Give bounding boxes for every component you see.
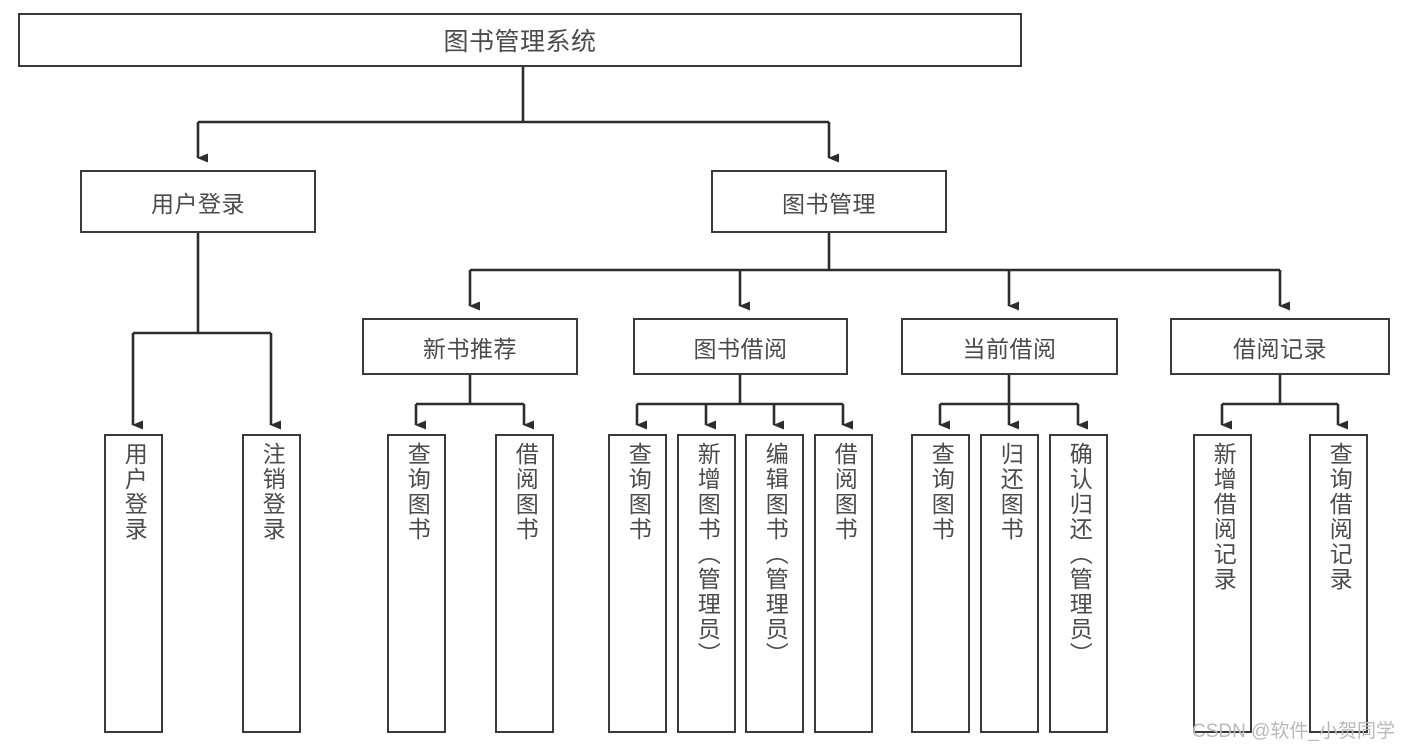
node-label: 图书管理 [782, 190, 876, 217]
node-label: 借阅图书 [831, 442, 858, 542]
leaf-query-book-recommend[interactable]: 查询图书 [387, 434, 446, 733]
leaf-borrow-book-recommend[interactable]: 借阅图书 [495, 434, 554, 733]
node-book-management[interactable]: 图书管理 [711, 170, 947, 233]
node-label: 编辑图书（管理员） [762, 442, 789, 667]
leaf-edit-book-admin[interactable]: 编辑图书（管理员） [745, 434, 804, 733]
node-label: 归还图书 [997, 442, 1024, 542]
node-label: 用户登录 [151, 190, 245, 217]
node-book-borrow[interactable]: 图书借阅 [633, 318, 848, 375]
node-label: 确认归还（管理员） [1066, 442, 1093, 667]
node-new-book-recommend[interactable]: 新书推荐 [362, 318, 578, 375]
leaf-confirm-return-admin[interactable]: 确认归还（管理员） [1049, 434, 1108, 733]
node-root-book-management-system[interactable]: 图书管理系统 [18, 13, 1022, 67]
node-current-borrow[interactable]: 当前借阅 [901, 318, 1118, 375]
leaf-query-book-borrow[interactable]: 查询图书 [608, 434, 667, 733]
leaf-user-login[interactable]: 用户登录 [104, 434, 163, 733]
node-label: 借阅记录 [1233, 335, 1327, 362]
node-label: 借阅图书 [512, 442, 539, 542]
node-label: 查询图书 [404, 442, 431, 542]
watermark: CSDN @软件_小贺同学 [1192, 721, 1395, 742]
leaf-query-book-current[interactable]: 查询图书 [911, 434, 970, 733]
node-label: 新增图书（管理员） [694, 442, 721, 667]
node-label: 查询图书 [625, 442, 652, 542]
leaf-return-book[interactable]: 归还图书 [980, 434, 1039, 733]
leaf-borrow-book[interactable]: 借阅图书 [814, 434, 873, 733]
node-borrow-record[interactable]: 借阅记录 [1170, 318, 1390, 375]
node-user-login[interactable]: 用户登录 [80, 170, 316, 233]
node-label: 注销登录 [259, 442, 286, 542]
node-label: 当前借阅 [962, 335, 1057, 362]
node-label: 查询借阅记录 [1326, 442, 1353, 592]
leaf-query-borrow-record[interactable]: 查询借阅记录 [1309, 434, 1368, 733]
node-label: 图书借阅 [693, 335, 788, 362]
leaf-logout-login[interactable]: 注销登录 [242, 434, 301, 733]
node-label: 新增借阅记录 [1210, 442, 1237, 592]
leaf-add-book-admin[interactable]: 新增图书（管理员） [677, 434, 736, 733]
leaf-add-borrow-record[interactable]: 新增借阅记录 [1193, 434, 1252, 733]
node-label: 用户登录 [121, 442, 148, 542]
node-label: 图书管理系统 [443, 28, 597, 56]
node-label: 新书推荐 [423, 335, 517, 362]
node-label: 查询图书 [928, 442, 955, 542]
